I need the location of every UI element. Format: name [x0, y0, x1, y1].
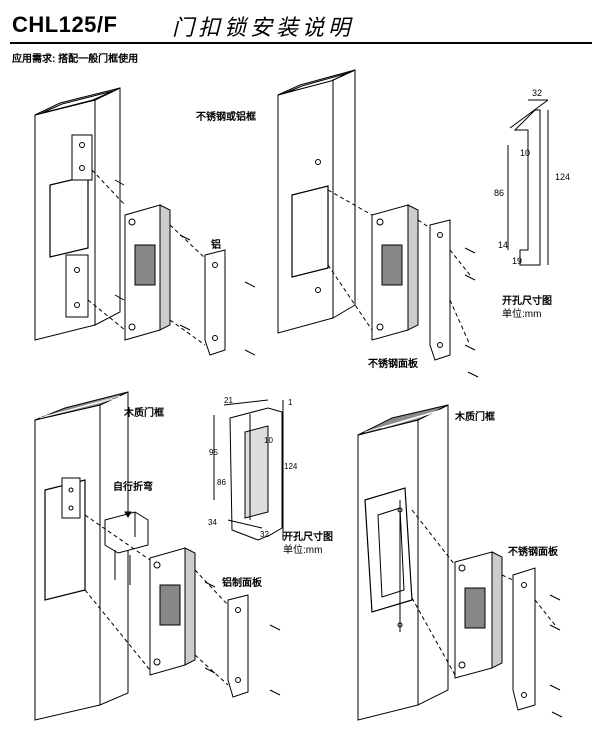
bent-bracket — [104, 495, 149, 585]
cutout-caption-bottom: 开孔尺寸图 — [283, 532, 333, 543]
label-stainless-or-aluminum-frame: 不锈钢或铝框 — [196, 112, 256, 123]
cutout-unit-bottom: 单位:mm — [283, 545, 323, 556]
metal-frame-left — [34, 87, 121, 341]
cutout-unit-top: 单位:mm — [502, 309, 542, 320]
dim-1-bottom: 1 — [288, 398, 293, 407]
model-number: CHL125/F — [12, 12, 118, 37]
page-title: 门扣锁安装说明 — [172, 16, 355, 41]
wood-frame-right — [357, 404, 449, 721]
header-rule — [10, 42, 592, 44]
strike-unit-4 — [454, 551, 503, 679]
assembly-guides-4 — [411, 509, 556, 676]
screws-1 — [114, 179, 256, 356]
dim-95-bottom: 95 — [209, 448, 218, 457]
cutout-drawing-top — [507, 99, 549, 266]
stainless-faceplate-bottom — [512, 567, 536, 711]
wood-frame-left — [34, 391, 129, 721]
screws-2 — [464, 247, 479, 378]
assembly-guides-1 — [87, 169, 206, 346]
dim-21-bottom: 21 — [224, 396, 233, 405]
label-stainless-panel-bottom: 不锈钢面板 — [508, 547, 558, 558]
dim-10-bottom: 10 — [264, 436, 273, 445]
dim-14-top: 14 — [498, 240, 509, 250]
strike-unit-2 — [371, 204, 419, 341]
stainless-faceplate-top — [429, 219, 451, 361]
label-wood-frame-right: 木质门框 — [455, 412, 495, 423]
dim-32-bottom: 32 — [260, 530, 269, 539]
label-aluminum-panel: 铝制面板 — [222, 578, 262, 589]
label-self-bend: 自行折弯 — [113, 482, 153, 493]
assembly-guides-2 — [327, 189, 471, 346]
dim-34-bottom: 34 — [208, 518, 217, 527]
dim-32-top: 32 — [532, 88, 543, 98]
dim-86-top: 86 — [494, 188, 505, 198]
label-aluminum: 铝 — [211, 240, 221, 251]
cutout-caption-top: 开孔尺寸图 — [502, 296, 552, 307]
dim-124-bottom: 124 — [284, 462, 298, 471]
metal-frame-middle — [277, 69, 356, 334]
cutout-drawing-bottom — [213, 399, 284, 541]
strike-unit-3 — [149, 547, 196, 676]
application-note: 应用需求: 搭配一般门框使用 — [12, 54, 139, 65]
upper-mount-plate — [71, 134, 93, 181]
dim-86-bottom: 86 — [217, 478, 226, 487]
strike-unit-1 — [124, 204, 171, 341]
screws-3 — [204, 581, 281, 696]
lower-mount-plate — [65, 254, 89, 318]
dim-124-top: 124 — [555, 172, 571, 182]
label-stainless-panel-top: 不锈钢面板 — [368, 359, 418, 370]
aluminum-faceplate-1 — [204, 249, 226, 356]
dim-10-top: 10 — [520, 148, 531, 158]
aluminum-faceplate-2 — [227, 594, 249, 698]
assembly-guides-3 — [84, 514, 229, 686]
screws-4 — [549, 594, 563, 718]
dim-19-top: 19 — [512, 256, 523, 266]
label-wood-frame-left: 木质门框 — [124, 408, 164, 419]
